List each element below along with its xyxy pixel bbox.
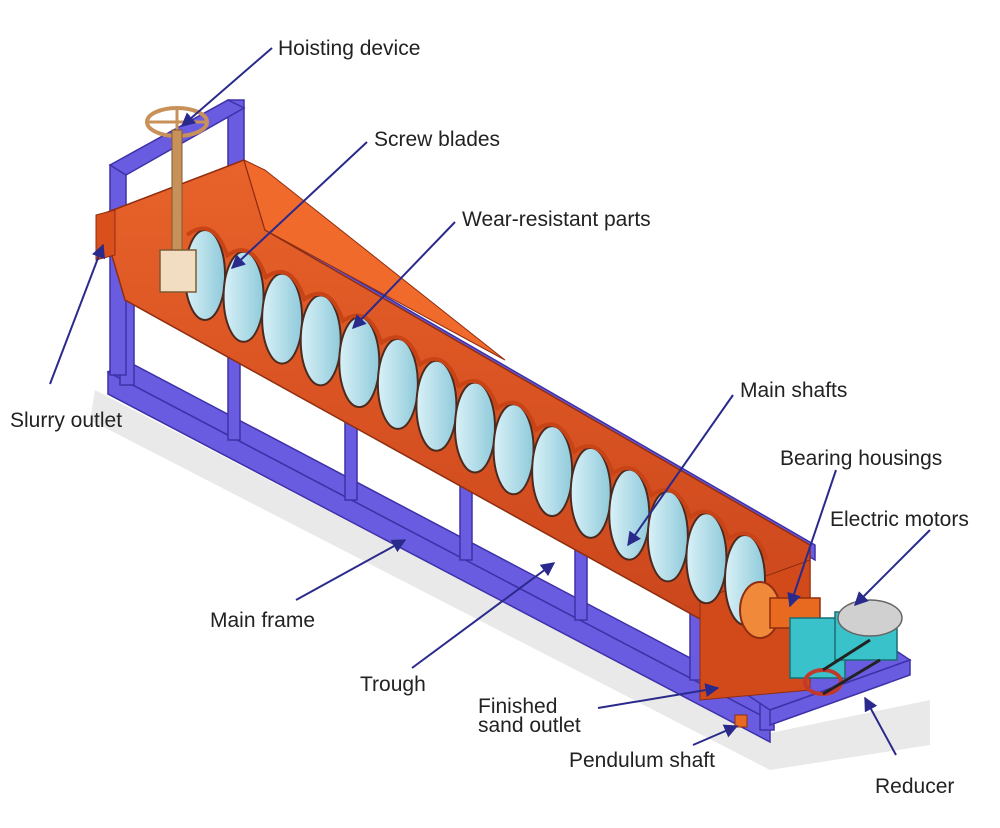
- label-wear-resistant-parts: Wear-resistant parts: [462, 208, 651, 231]
- screw-blade: [569, 446, 612, 539]
- wear-resistant-liner: [455, 378, 499, 409]
- screw-blade: [646, 490, 689, 583]
- screw-blade: [376, 337, 419, 430]
- label-finished-sand-outlet: Finished sand outlet: [478, 695, 581, 737]
- screw-blade: [608, 468, 651, 561]
- label-pendulum-shaft: Pendulum shaft: [569, 749, 715, 772]
- label-slurry-outlet: Slurry outlet: [10, 409, 123, 432]
- wear-resistant-liner: [185, 226, 229, 256]
- label-trough: Trough: [360, 673, 426, 696]
- wear-resistant-liner: [648, 487, 692, 518]
- leader-pendulum-shaft: [692, 724, 739, 746]
- label-hoisting-device: Hoisting device: [278, 37, 421, 60]
- screw-blade: [299, 294, 342, 387]
- leader-trough: [411, 562, 556, 669]
- wear-resistant-liner: [687, 509, 731, 539]
- leader-main-frame: [295, 539, 407, 601]
- screw-blade: [222, 250, 265, 343]
- screw-blade: [261, 272, 304, 365]
- screw-blade: [531, 425, 574, 518]
- wear-resistant-liner: [610, 465, 654, 496]
- ground-shadow: [90, 390, 930, 770]
- wear-resistant-liner: [417, 357, 461, 387]
- hoisting-wheel: [145, 106, 209, 293]
- wear-resistant-liner: [725, 531, 769, 561]
- label-electric-motors: Electric motors: [830, 508, 969, 531]
- wear-resistant-liner: [494, 400, 538, 430]
- wear-resistant-liner: [571, 444, 615, 474]
- label-screw-blades: Screw blades: [374, 128, 501, 151]
- leader-finished-sand-outlet: [597, 683, 720, 709]
- leader-main-shafts: [627, 394, 734, 547]
- leader-lines: [49, 47, 931, 756]
- leader-slurry-outlet: [49, 243, 106, 385]
- leader-hoisting-device: [180, 47, 273, 127]
- screw-blade: [454, 381, 496, 474]
- wear-resistant-liner: [532, 422, 577, 452]
- leader-wear-resistant-parts: [352, 221, 456, 330]
- wear-resistant-liner: [378, 335, 422, 365]
- label-reducer: Reducer: [875, 775, 955, 798]
- leader-bearing-housings: [787, 469, 837, 608]
- drive-unit: [734, 581, 903, 728]
- screw-blades-structure: [184, 226, 769, 626]
- screw-blade: [492, 403, 535, 496]
- screw-blade: [415, 359, 458, 452]
- leader-screw-blades: [230, 141, 368, 269]
- wear-resistant-liner: [262, 269, 307, 300]
- screw-blade: [338, 316, 381, 409]
- label-main-shafts: Main shafts: [740, 379, 848, 402]
- label-bearing-housings: Bearing housings: [780, 447, 943, 470]
- leader-electric-motors: [854, 529, 931, 606]
- leader-reducer: [864, 696, 897, 756]
- wear-resistant-liner: [301, 291, 345, 322]
- label-main-frame: Main frame: [210, 609, 316, 632]
- screw-blade: [685, 512, 728, 605]
